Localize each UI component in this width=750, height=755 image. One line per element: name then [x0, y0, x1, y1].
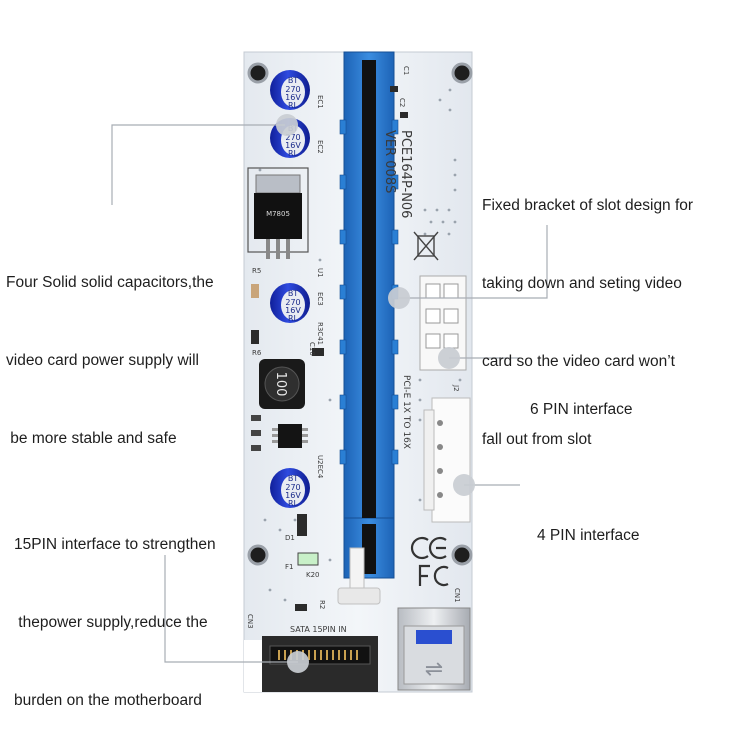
svg-text:C10: C10 — [308, 342, 316, 356]
callout-leaders — [111, 124, 548, 663]
callout-capacitors-line-2: video card power supply will — [6, 352, 199, 369]
callout-four-pin: 4 PIN interface — [537, 471, 640, 575]
svg-text:CN3: CN3 — [246, 614, 254, 629]
capacitor-markings: BT 270 16V RL BT 270 16V RL BT 270 16V R… — [285, 76, 301, 508]
four-pin-connector — [423, 397, 471, 523]
svg-text:BT: BT — [288, 289, 298, 298]
usb-port: ⇌ — [397, 607, 471, 691]
callout-capacitors-line-1: Four Solid solid capacitors,the — [6, 274, 214, 291]
svg-text:270: 270 — [285, 133, 300, 142]
sata-connector — [262, 636, 378, 692]
marker-six-pin — [438, 347, 460, 369]
svg-text:R3C41: R3C41 — [316, 322, 324, 345]
marker-four-pin — [453, 474, 475, 496]
callout-bracket-line-2: taking down and seting video — [482, 275, 682, 292]
svg-text:D1: D1 — [285, 534, 295, 542]
cap-mark-ec1: BT — [288, 76, 298, 85]
weee-mark — [413, 231, 439, 261]
small-ic-pins — [272, 428, 308, 443]
svg-text:C2: C2 — [398, 98, 406, 107]
svg-text:16V: 16V — [285, 141, 301, 150]
callout-six-pin: 6 PIN interface — [530, 345, 633, 449]
svg-text:100: 100 — [273, 372, 288, 397]
svg-text:RL: RL — [288, 101, 299, 110]
callout-capacitors-line-3: be more stable and safe — [6, 430, 177, 447]
board-version-label: VER 008S — [382, 130, 397, 193]
smd-components — [251, 86, 408, 611]
svg-text:F1: F1 — [285, 563, 293, 571]
svg-text:16V: 16V — [285, 491, 301, 500]
callout-fifteen-pin: 15PIN interface to strengthen thepower s… — [14, 480, 216, 740]
svg-text:16V: 16V — [285, 93, 301, 102]
sata-label: SATA 15PIN IN — [290, 625, 347, 634]
svg-text:RL: RL — [288, 149, 299, 158]
callout-fifteen-pin-line-1: 15PIN interface to strengthen — [14, 536, 216, 553]
silkscreen-text: PCE164P-N06 VER 008S PCI-E 1X TO 16X SAT… — [246, 66, 461, 634]
svg-text:16V: 16V — [285, 306, 301, 315]
callout-bracket: Fixed bracket of slot design for taking … — [482, 141, 693, 479]
svg-text:270: 270 — [285, 298, 300, 307]
svg-text:270: 270 — [285, 483, 300, 492]
slot-type-label: PCI-E 1X TO 16X — [401, 375, 411, 449]
callout-six-pin-text: 6 PIN interface — [530, 401, 633, 418]
svg-text:J2: J2 — [452, 384, 460, 392]
svg-text:270: 270 — [285, 85, 300, 94]
svg-text:U2EC4: U2EC4 — [316, 455, 324, 479]
pcie-x16-slot — [339, 51, 399, 579]
svg-text:EC3: EC3 — [316, 292, 324, 306]
svg-text:BT: BT — [288, 474, 298, 483]
svg-text:R6: R6 — [252, 349, 262, 357]
svg-text:RL: RL — [288, 314, 299, 323]
capacitor-ec1 — [270, 70, 310, 110]
svg-text:EC2: EC2 — [316, 140, 324, 154]
svg-text:R2: R2 — [318, 600, 326, 609]
small-ic — [278, 424, 302, 448]
capacitor-ec4 — [270, 468, 310, 508]
svg-text:EC1: EC1 — [316, 95, 324, 109]
svg-text:U1: U1 — [316, 268, 324, 278]
callout-bracket-line-4: fall out from slot — [482, 431, 592, 448]
svg-text:K20: K20 — [306, 571, 320, 579]
svg-text:RL: RL — [288, 499, 299, 508]
svg-text:M7805: M7805 — [266, 210, 290, 218]
svg-text:C1: C1 — [402, 66, 410, 75]
callout-bracket-line-1: Fixed bracket of slot design for — [482, 197, 694, 214]
inductor: 100 — [259, 359, 305, 409]
callout-markers — [276, 114, 475, 673]
callout-bracket-line-3: card so the video card won’t — [482, 353, 675, 370]
capacitor-ec3 — [270, 283, 310, 323]
latch-base — [337, 587, 381, 605]
callout-fifteen-pin-line-3: burden on the motherboard — [14, 692, 202, 709]
marker-capacitors — [276, 114, 298, 136]
callout-fifteen-pin-line-2: thepower supply,reduce the — [14, 614, 208, 631]
mounting-holes — [247, 62, 473, 566]
svg-text:⇌: ⇌ — [425, 657, 443, 682]
marker-bracket — [388, 287, 410, 309]
ce-fc-marks — [410, 536, 449, 587]
voltage-regulator: M7805 — [247, 167, 309, 259]
marker-fifteen-pin — [287, 651, 309, 673]
callout-capacitors: Four Solid solid capacitors,the video ca… — [6, 218, 214, 478]
svg-text:CN1: CN1 — [453, 588, 461, 603]
board-model-label: PCE164P-N06 — [398, 130, 413, 218]
svg-text:R5: R5 — [252, 267, 261, 275]
callout-four-pin-text: 4 PIN interface — [537, 527, 640, 544]
